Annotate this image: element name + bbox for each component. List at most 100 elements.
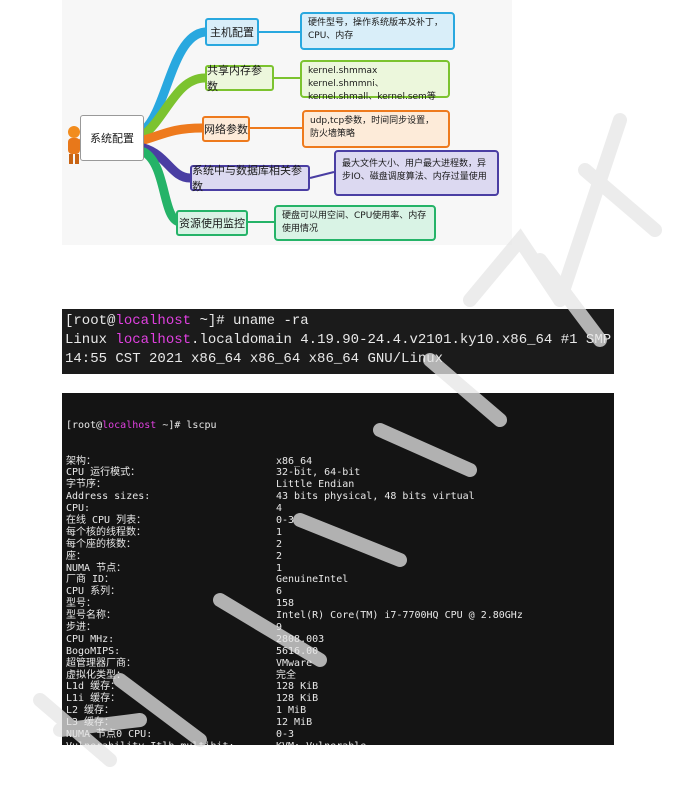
lscpu-value: 12 MiB [276, 717, 313, 729]
lscpu-row: 型号： 158 [66, 598, 610, 610]
lscpu-row: 型号名称： Intel(R) Core(TM) i7-7700HQ CPU @ 2… [66, 610, 610, 622]
lscpu-key: 步进： [66, 621, 96, 633]
lscpu-row: 厂商 ID： GenuineIntel [66, 574, 610, 586]
lscpu-row: CPU 运行模式： 32-bit, 64-bit [66, 467, 610, 479]
note-monitoring: 硬盘可以用空间、CPU使用率、内存使用情况 [274, 205, 436, 241]
lscpu-value: 2 [276, 550, 283, 562]
lscpu-key: CPU MHz: [66, 633, 115, 645]
lscpu-key: 字节序： [66, 479, 106, 491]
lscpu-row: CPU MHz: 2808.003 [66, 634, 610, 646]
lscpu-key: L1d 缓存： [66, 681, 121, 693]
uname-output-line-2: 14:55 CST 2021 x86_64 x86_64 x86_64 GNU/… [65, 351, 444, 367]
connector-monitoring [139, 147, 185, 227]
lscpu-key: 型号名称： [66, 610, 116, 622]
lscpu-value: 2808.003 [276, 633, 325, 645]
lscpu-value: 43 bits physical, 48 bits virtual [276, 491, 475, 503]
lscpu-row: 架构： x86_64 [66, 456, 610, 468]
note-network: udp,tcp参数，时间同步设置，防火墙策略 [302, 110, 450, 148]
lscpu-key: Vulnerability Itlb multihit: [66, 741, 235, 745]
lscpu-row: NUMA 节点： 1 [66, 563, 610, 575]
lscpu-value: 完全 [276, 669, 296, 681]
branch-shared-memory: 共享内存参数 [205, 64, 274, 93]
lscpu-key: NUMA 节点0 CPU: [66, 729, 153, 740]
lscpu-value: 1 [276, 562, 283, 574]
lscpu-row: 虚拟化类型： 完全 [66, 670, 610, 682]
lscpu-key: 架构： [66, 455, 96, 467]
lscpu-row: BogoMIPS:5616.00 [66, 646, 610, 658]
lscpu-row: 座：2 [66, 551, 610, 563]
lscpu-value: 0-3 [276, 729, 295, 740]
lscpu-row: CPU:4 [66, 503, 610, 515]
lscpu-key: Address sizes: [66, 491, 151, 503]
lscpu-value: 1 [276, 526, 283, 538]
lscpu-row: Vulnerability Itlb multihit: KVM: Vulnera… [66, 741, 610, 745]
lscpu-value: x86_64 [276, 455, 313, 467]
root-node: 系统配置 [80, 115, 144, 161]
prompt-command: ~]# lscpu [156, 419, 217, 431]
lscpu-key: CPU: [66, 503, 91, 515]
lscpu-value: 128 KiB [276, 681, 319, 693]
lscpu-value: Intel(R) Core(TM) i7-7700HQ CPU @ 2.80GH… [276, 610, 523, 622]
uname-prompt-line: [root@localhost ~]# uname -ra [65, 312, 611, 331]
lscpu-value: KVM: Vulnerable [276, 741, 366, 745]
lscpu-row: 每个座的核数： 2 [66, 539, 610, 551]
output-os: Linux [65, 332, 116, 348]
lscpu-value: 158 [276, 598, 295, 610]
lscpu-key: 在线 CPU 列表： [66, 514, 147, 526]
lscpu-value: VMware [276, 657, 313, 669]
uname-output-line-1: Linux localhost.localdomain 4.19.90-24.4… [65, 331, 611, 350]
output-hostname: localhost [115, 332, 192, 348]
connector-network [139, 123, 207, 145]
lscpu-value: 128 KiB [276, 693, 319, 705]
lscpu-value: 6 [276, 586, 283, 598]
connector-shared-memory [139, 73, 210, 140]
prompt-user: [root@ [66, 419, 103, 431]
lscpu-key: 虚拟化类型： [66, 669, 126, 681]
lscpu-key: 超管理器厂商： [66, 657, 136, 669]
lscpu-value: GenuineIntel [276, 574, 349, 586]
lscpu-key: L2 缓存： [66, 705, 115, 717]
branch-host-config: 主机配置 [205, 18, 259, 46]
lscpu-row: Address sizes: 43 bits physical, 48 bits … [66, 491, 610, 503]
prompt-user: [root@ [65, 313, 116, 329]
lscpu-row: 超管理器厂商： VMware [66, 658, 610, 670]
lscpu-row: 每个核的线程数： 1 [66, 527, 610, 539]
prompt-hostname: localhost [115, 313, 192, 329]
prompt-command: ~]# uname -ra [191, 313, 309, 329]
branch-monitoring: 资源使用监控 [176, 210, 248, 236]
lscpu-row: L3 缓存： 12 MiB [66, 717, 610, 729]
lscpu-value: Little Endian [276, 479, 355, 491]
branch-db-params: 系统中与数据库相关参数 [190, 164, 310, 193]
note-host-config: 硬件型号，操作系统版本及补丁，CPU、内存 [300, 12, 455, 50]
lscpu-row: 字节序： Little Endian [66, 479, 610, 491]
lscpu-row: NUMA 节点0 CPU: 0-3 [66, 729, 610, 741]
lscpu-key: NUMA 节点： [66, 562, 127, 574]
lscpu-row: 在线 CPU 列表： 0-3 [66, 515, 610, 527]
lscpu-row: CPU 系列： 6 [66, 586, 610, 598]
mind-map-connectors [68, 27, 335, 227]
lscpu-prompt-line: [root@localhost ~]# lscpu [66, 420, 610, 432]
lscpu-key: 每个座的核数： [66, 538, 136, 550]
lscpu-key: CPU 系列： [66, 586, 121, 598]
lscpu-key: L3 缓存： [66, 717, 115, 729]
lscpu-key: 厂商 ID： [66, 574, 115, 586]
lscpu-key: 型号： [66, 598, 96, 610]
output-kernel: .localdomain 4.19.90-24.4.v2101.ky10.x86… [191, 332, 612, 348]
lscpu-value: 5616.00 [276, 645, 319, 657]
connector-db-params [139, 143, 195, 183]
prompt-hostname: localhost [102, 419, 157, 431]
lscpu-key: 每个核的线程数： [66, 526, 146, 538]
lscpu-value: 9 [276, 621, 283, 633]
lscpu-row: L1d 缓存： 128 KiB [66, 681, 610, 693]
lscpu-value: 32-bit, 64-bit [276, 467, 361, 479]
lscpu-value: 0-3 [276, 514, 295, 526]
lscpu-row: L2 缓存：1 MiB [66, 705, 610, 717]
lscpu-key: L1i 缓存： [66, 693, 121, 705]
lscpu-row: 步进： 9 [66, 622, 610, 634]
lscpu-row: L1i 缓存： 128 KiB [66, 693, 610, 705]
note-db-params: 最大文件大小、用户最大进程数，异步IO、磁盘调度算法、内存过量使用 [334, 150, 499, 196]
lscpu-value: 2 [276, 538, 283, 550]
lscpu-key: CPU 运行模式： [66, 467, 141, 479]
branch-network: 网络参数 [202, 116, 250, 142]
